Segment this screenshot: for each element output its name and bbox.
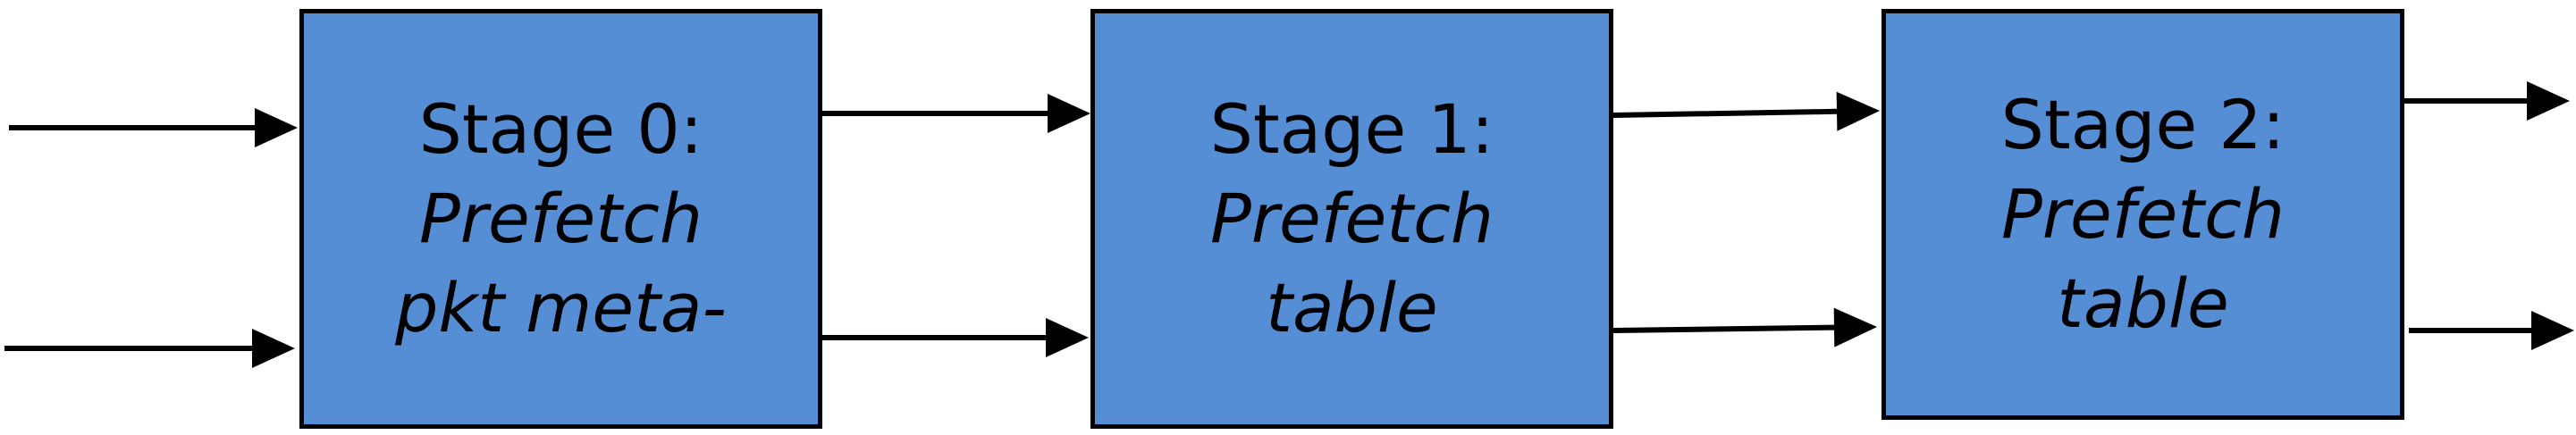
stage-2-line1: Prefetch — [2000, 174, 2286, 254]
stage0-to-stage1-arrow-top-head — [1048, 94, 1090, 133]
input-arrow-bottom — [4, 329, 295, 368]
output-arrow-top — [2404, 81, 2570, 121]
stage-0-title: Stage 0: — [418, 89, 703, 169]
stage-2-title: Stage 2: — [2000, 85, 2286, 164]
output-arrow-bottom — [2409, 311, 2574, 350]
stage1-to-stage2-arrow-top-shaft — [1612, 108, 1838, 118]
stage-0-line2: pkt meta- — [395, 268, 727, 347]
stage-1-line2: table — [1266, 268, 1438, 347]
stage0-to-stage1-arrow-top — [822, 94, 1090, 133]
stage-1-line1: Prefetch — [1209, 179, 1494, 258]
input-arrow-top-head — [255, 108, 298, 147]
stage0-to-stage1-arrow-bottom — [822, 318, 1089, 357]
input-arrow-top — [9, 108, 298, 147]
output-arrow-bottom-head — [2531, 311, 2574, 350]
input-arrow-bottom-head — [252, 329, 295, 368]
stage1-to-stage2-arrow-bottom-shaft — [1612, 324, 1835, 333]
output-arrow-top-head — [2527, 81, 2570, 121]
stage-0-line1: Prefetch — [418, 179, 703, 258]
stage-2-line2: table — [2057, 264, 2229, 343]
stage1-to-stage2-arrow-top-head — [1836, 91, 1880, 131]
stage1-to-stage2-arrow-top — [1612, 91, 1880, 131]
stage-2-box: Stage 2: Prefetch table — [1881, 9, 2404, 420]
stage-1-title: Stage 1: — [1209, 89, 1494, 169]
stage1-to-stage2-arrow-bottom — [1612, 307, 1877, 347]
stage-0-box: Stage 0: Prefetch pkt meta- — [299, 9, 822, 429]
stage-1-box: Stage 1: Prefetch table — [1090, 9, 1613, 429]
stage1-to-stage2-arrow-bottom-head — [1833, 307, 1877, 347]
stage0-to-stage1-arrow-bottom-head — [1046, 318, 1089, 357]
